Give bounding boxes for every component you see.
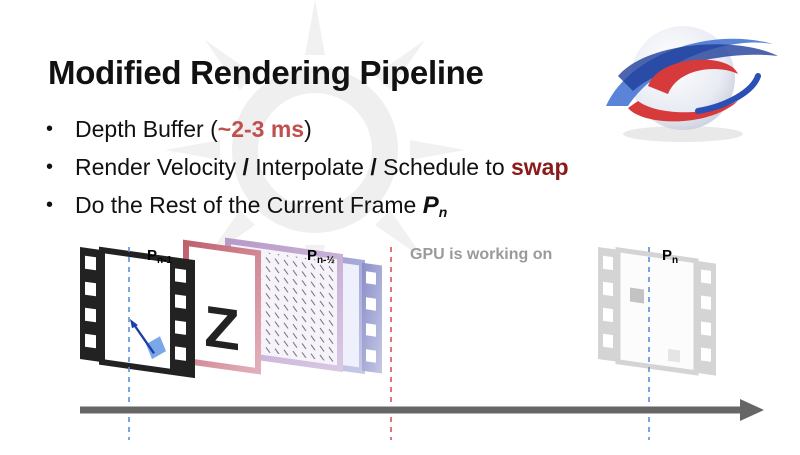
bullet-dot: • xyxy=(46,194,54,216)
bullet-highlight: ~2-3 ms xyxy=(217,116,305,142)
depth-z-glyph: Z xyxy=(204,294,239,364)
bullet-text: Interpolate xyxy=(248,154,371,180)
bullet-text: ) xyxy=(304,116,312,142)
swirl-logo-icon xyxy=(606,26,778,142)
bullet-text: Schedule to xyxy=(376,154,511,180)
label-sub: n-1 xyxy=(157,255,173,266)
bullet-list: • Depth Buffer (~2-3 ms) • Render Velocity… xyxy=(42,110,569,224)
film-strip-icon xyxy=(80,246,195,379)
bullet-item: • Depth Buffer (~2-3 ms) xyxy=(42,110,569,148)
film-strip-icon xyxy=(598,246,716,376)
bullet-text: Depth Buffer ( xyxy=(75,116,218,142)
label-sub: n-½ xyxy=(317,255,335,266)
frame-symbol-sub: n xyxy=(438,204,448,220)
gpu-label: GPU is working on xyxy=(410,246,553,263)
bullet-item: • Render Velocity / Interpolate / Schedul… xyxy=(42,148,569,186)
bullet-separator: / xyxy=(242,154,249,180)
pipeline-diagram-svg: Z xyxy=(80,237,764,440)
frame-symbol-letter: P xyxy=(422,192,439,219)
bullet-text: Render Velocity xyxy=(75,154,243,180)
label-sub: n xyxy=(672,255,679,266)
bullet-text: Do the Rest of the Current Frame xyxy=(75,192,423,218)
label-curr-frame: Pn xyxy=(662,247,678,266)
slide-title: Modified Rendering Pipeline xyxy=(48,54,484,91)
label-half-frame: Pn-½ xyxy=(307,247,335,266)
velocity-arrow-icon xyxy=(133,323,155,355)
label-letter: P xyxy=(147,247,158,264)
frame-symbol: Pn xyxy=(422,192,448,220)
bullet-dot: • xyxy=(46,156,54,178)
label-letter: P xyxy=(662,247,673,264)
bullet-item: • Do the Rest of the Current Frame Pn xyxy=(42,186,569,224)
film-strip-icon: Z xyxy=(183,239,261,375)
bullet-highlight: swap xyxy=(511,154,569,180)
label-prev-frame: Pn-1 xyxy=(147,247,172,266)
label-letter: P xyxy=(307,247,318,264)
arrow-icon xyxy=(740,399,764,421)
sun-watermark-icon xyxy=(165,0,465,300)
bullet-separator: / xyxy=(370,154,377,180)
bullet-dot: • xyxy=(46,118,54,140)
pipeline-diagram: Z xyxy=(0,235,800,450)
